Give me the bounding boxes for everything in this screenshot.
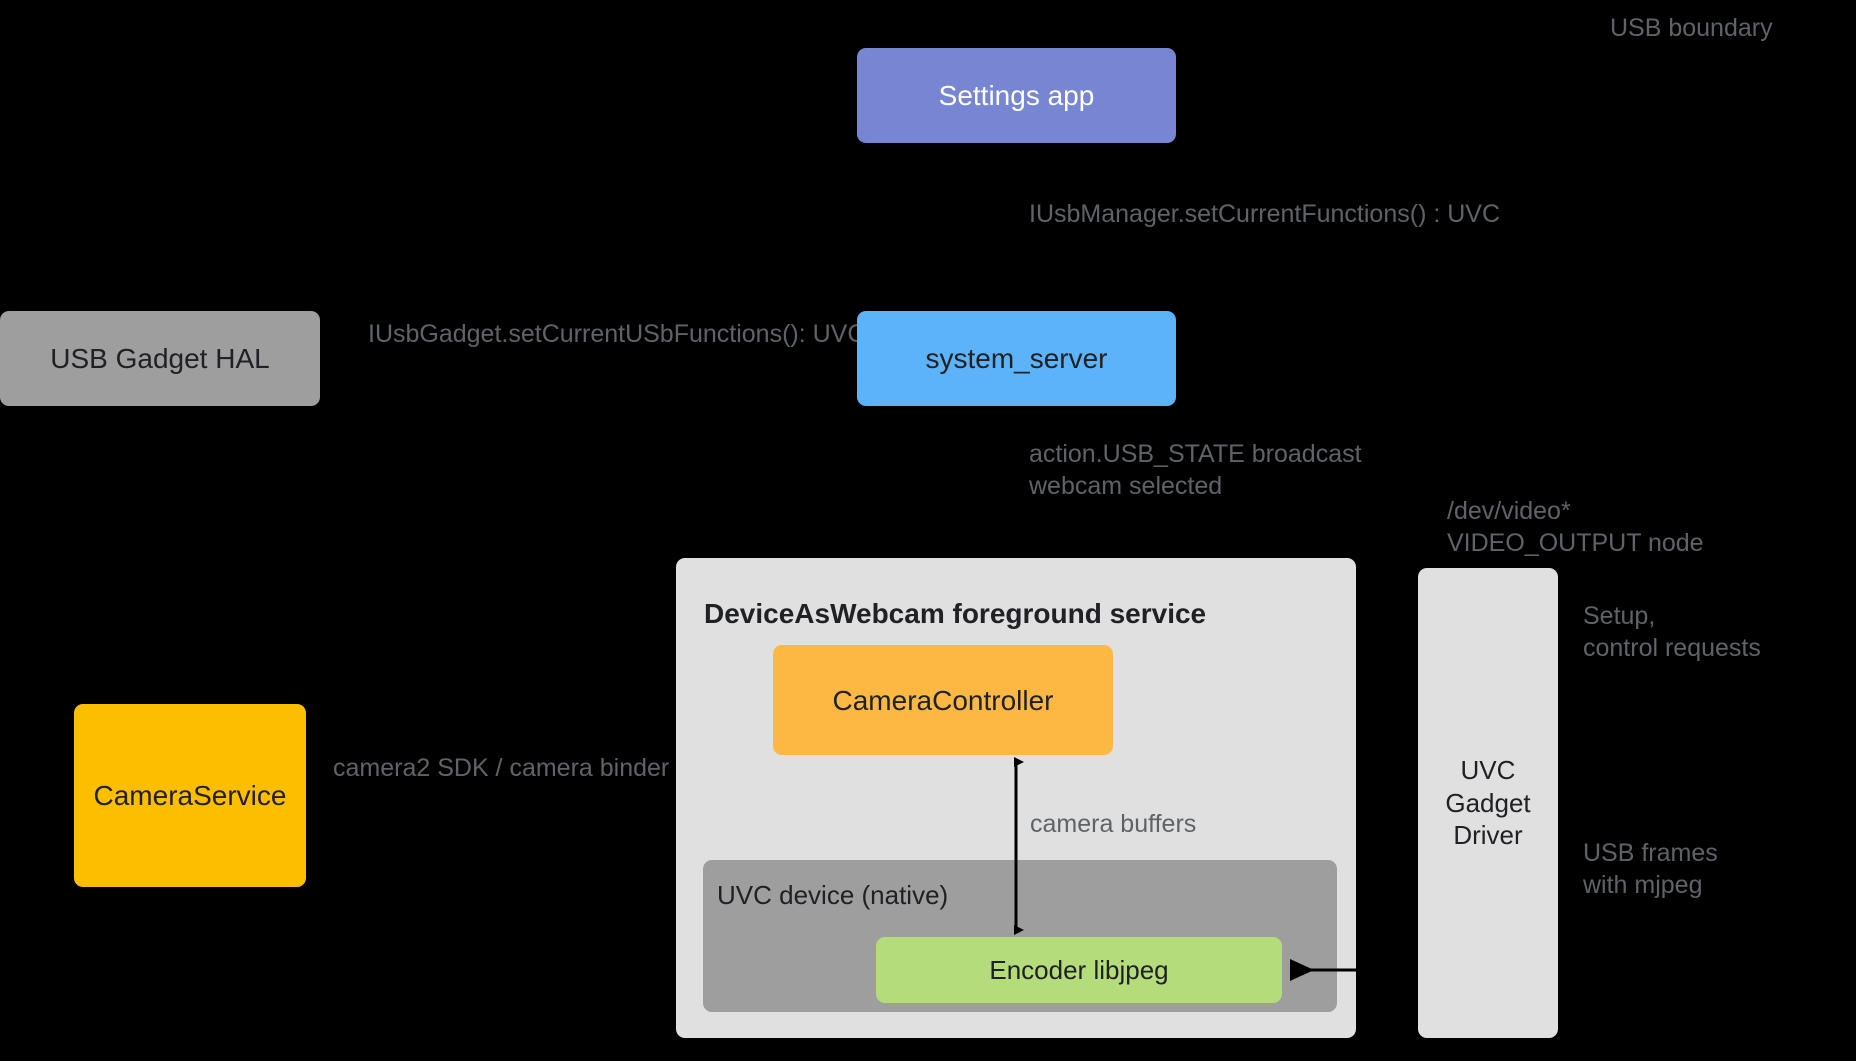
node-uvc-device-native-title: UVC device (native) (717, 880, 949, 910)
node-camera-service[interactable]: CameraService (74, 704, 306, 887)
annotation-iusbgadget-call: IUsbGadget.setCurrentUSbFunctions(): UVC (368, 320, 866, 348)
annotation-usb-boundary: USB boundary (1610, 14, 1773, 42)
node-camera-controller[interactable]: CameraController (773, 645, 1113, 755)
annotation-usb-state-broadcast: action.USB_STATE broadcast webcam select… (1029, 440, 1362, 500)
node-encoder-libjpeg[interactable]: Encoder libjpeg (876, 937, 1282, 1003)
annotation-setup-control-requests: Setup, control requests (1583, 602, 1761, 662)
node-deviceaswebcam-service-title: DeviceAsWebcam foreground service (704, 598, 1207, 629)
annotation-usb-frames-mjpeg: USB frames with mjpeg (1583, 839, 1718, 899)
node-system-server[interactable]: system_server (857, 311, 1176, 406)
node-settings-app[interactable]: Settings app (857, 48, 1176, 143)
annotation-dev-video-node: /dev/video* VIDEO_OUTPUT node (1447, 497, 1704, 557)
annotation-iusbmanager-call: IUsbManager.setCurrentFunctions() : UVC (1029, 200, 1501, 228)
annotation-camera2-sdk: camera2 SDK / camera binder (333, 754, 670, 782)
node-usb-gadget-hal[interactable]: USB Gadget HAL (0, 311, 320, 406)
annotation-camera-buffers: camera buffers (1030, 810, 1197, 838)
node-uvc-gadget-driver[interactable]: UVC Gadget Driver (1418, 568, 1558, 1038)
